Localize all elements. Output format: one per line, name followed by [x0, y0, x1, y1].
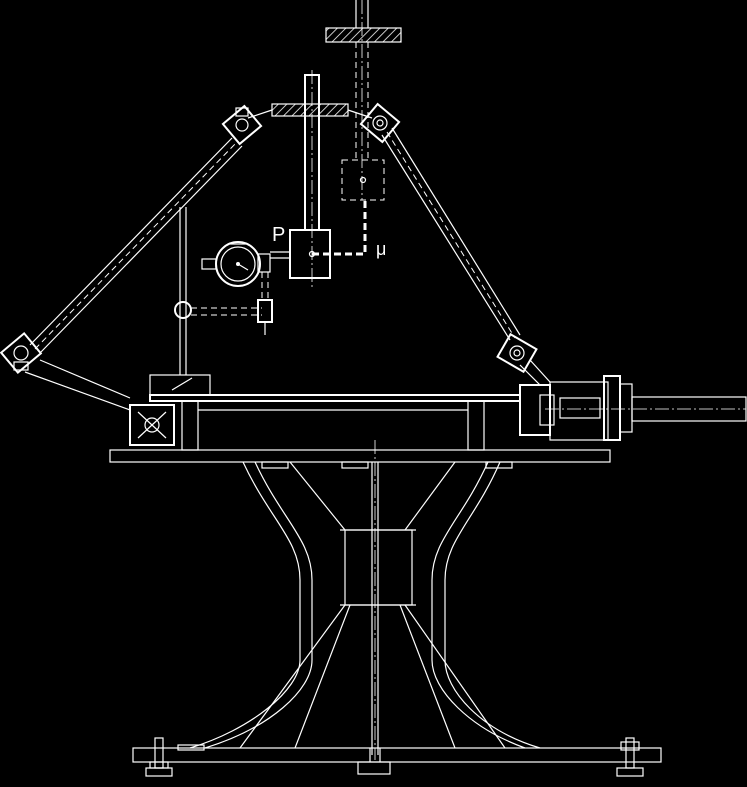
joint-bottom-left: [0, 331, 43, 375]
frame-stand: [189, 440, 541, 760]
loading-rod: [270, 70, 331, 290]
joint-bottom-right: [496, 332, 538, 374]
leveling-feet: [145, 737, 644, 777]
force-label-p: P: [272, 224, 285, 246]
joint-top-right: [359, 102, 401, 144]
table-plate: [109, 374, 611, 469]
top-screw: [325, 0, 402, 201]
gauge-stand: [174, 207, 273, 375]
left-drive-block: [129, 404, 175, 446]
joint-top-left: [221, 104, 263, 146]
base-plate: [132, 744, 662, 763]
dial-gauge: [201, 241, 271, 287]
friction-label-mu: μ: [376, 239, 386, 259]
tripod-arms: [24, 103, 551, 411]
friction-path: [312, 200, 367, 256]
drive-motor: [519, 375, 747, 441]
